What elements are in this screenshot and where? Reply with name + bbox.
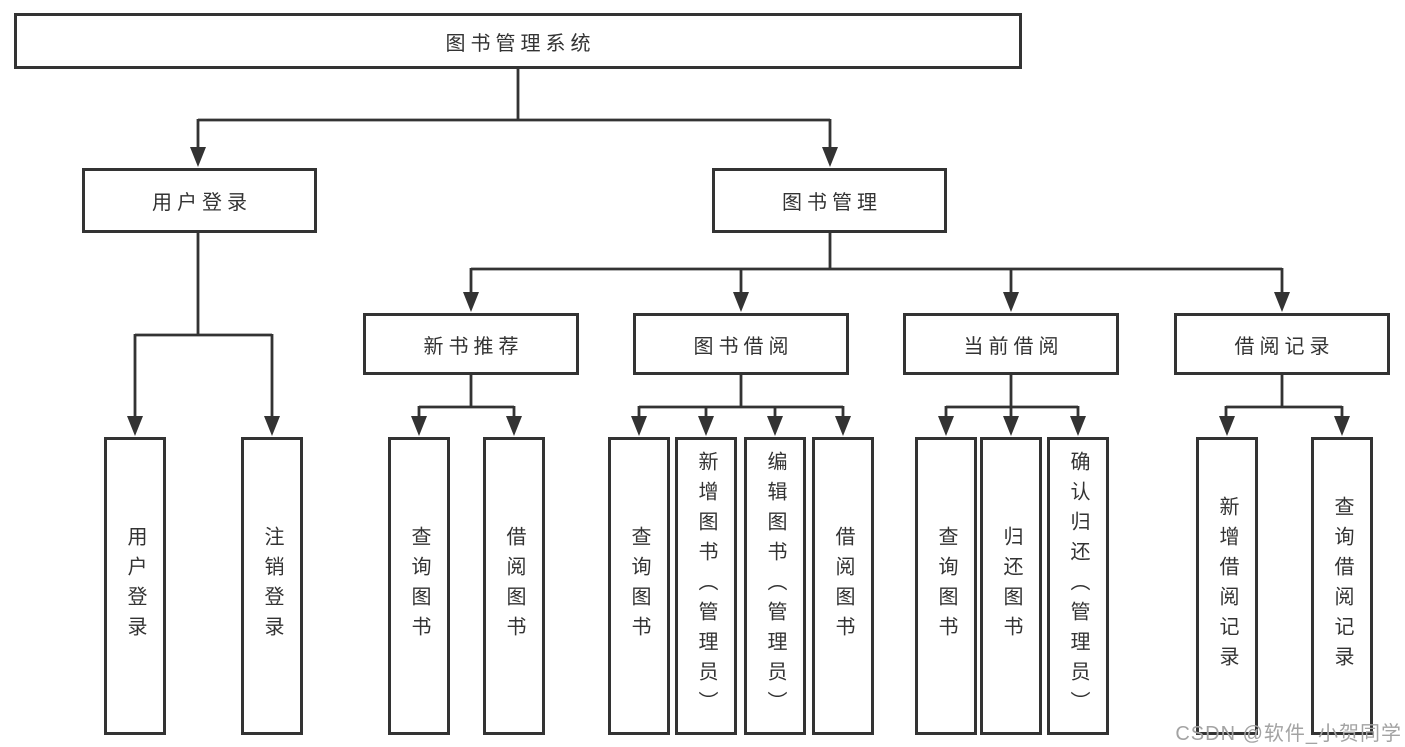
node-label: 借阅图书 (503, 526, 525, 646)
node-label: 新书推荐 (423, 335, 524, 358)
node-leaf-logout: 注销登录 (241, 437, 303, 735)
node-label: 借阅记录 (1234, 335, 1335, 358)
node-label: 当前借阅 (963, 335, 1064, 358)
node-label: 查询图书 (408, 526, 430, 646)
node-label: 查询图书 (628, 526, 650, 646)
node-library-system: 图书管理系统 (14, 13, 1022, 69)
node-label: 新增图书（管理员） (695, 451, 717, 721)
node-label: 查询图书 (935, 526, 957, 646)
node-label: 图书管理 (782, 192, 882, 214)
node-leaf-query-books-recommend: 查询图书 (388, 437, 450, 735)
node-borrowing-records: 借阅记录 (1174, 313, 1390, 375)
node-label: 图书管理系统 (445, 32, 596, 55)
node-label: 新增借阅记录 (1216, 496, 1238, 676)
node-book-management: 图书管理 (712, 168, 947, 233)
node-leaf-borrow-books: 借阅图书 (812, 437, 874, 735)
node-label: 归还图书 (1000, 526, 1022, 646)
node-label: 注销登录 (261, 526, 283, 646)
node-label: 图书借阅 (693, 335, 794, 358)
node-leaf-add-borrow-record: 新增借阅记录 (1196, 437, 1258, 735)
node-label: 用户登录 (124, 526, 146, 646)
node-new-book-recommend: 新书推荐 (363, 313, 579, 375)
node-user-login: 用户登录 (82, 168, 317, 233)
node-label: 编辑图书（管理员） (764, 451, 786, 721)
node-leaf-return-books: 归还图书 (980, 437, 1042, 735)
node-leaf-borrow-books-recommend: 借阅图书 (483, 437, 545, 735)
node-leaf-add-books-admin: 新增图书（管理员） (675, 437, 737, 735)
node-leaf-query-books-current: 查询图书 (915, 437, 977, 735)
node-leaf-query-books-borrowing: 查询图书 (608, 437, 670, 735)
node-leaf-edit-books-admin: 编辑图书（管理员） (744, 437, 806, 735)
node-current-borrowing: 当前借阅 (903, 313, 1119, 375)
node-label: 借阅图书 (832, 526, 854, 646)
node-leaf-query-borrow-record: 查询借阅记录 (1311, 437, 1373, 735)
node-book-borrowing: 图书借阅 (633, 313, 849, 375)
node-label: 用户登录 (152, 192, 252, 214)
node-leaf-confirm-return-admin: 确认归还（管理员） (1047, 437, 1109, 735)
csdn-watermark: CSDN @软件_小贺同学 (1175, 723, 1402, 745)
node-label: 确认归还（管理员） (1067, 451, 1089, 721)
node-leaf-user-login: 用户登录 (104, 437, 166, 735)
tree-connector-path (133, 69, 1344, 419)
node-label: 查询借阅记录 (1331, 496, 1353, 676)
